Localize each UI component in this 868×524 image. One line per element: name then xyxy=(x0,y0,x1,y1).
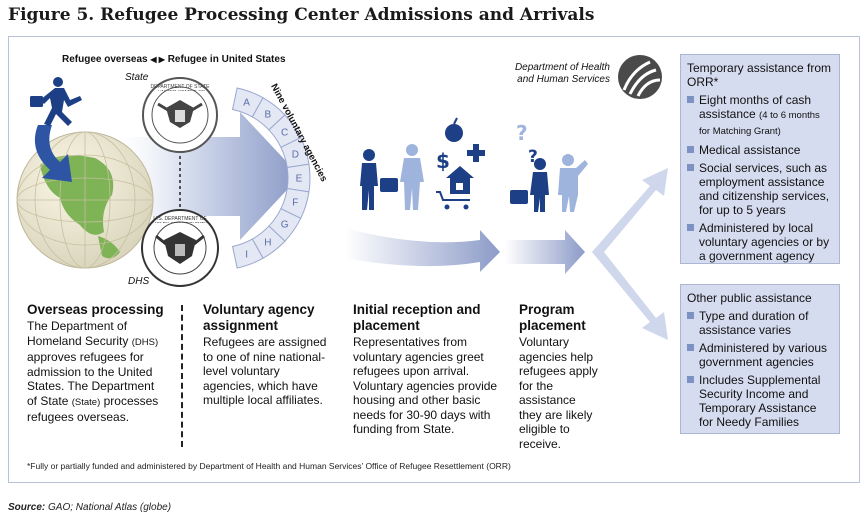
medical-cross-icon xyxy=(467,144,485,162)
voluntary-column: Voluntary agency assignment Refugees are… xyxy=(203,302,333,408)
other-assistance-panel: Other public assistance Type and duratio… xyxy=(680,284,840,434)
overseas-us-header: Refugee overseas ◀ ▶ Refugee in United S… xyxy=(62,54,286,65)
cart-icon xyxy=(436,191,470,201)
traveler-icon xyxy=(30,77,82,126)
program-people-icon: ? ? xyxy=(510,121,588,212)
other-bullet-type: Type and duration of assistance varies xyxy=(687,309,833,337)
program-text: Voluntary agencies help refugees apply f… xyxy=(519,335,598,451)
split-arrow-down xyxy=(592,252,668,340)
source-text: GAO; National Atlas (globe) xyxy=(48,502,172,513)
orr-panel-heading: Temporary assistance from ORR* xyxy=(687,61,832,89)
source-line: Source: GAO; National Atlas (globe) xyxy=(8,502,171,513)
reception-people-icon xyxy=(360,144,424,210)
question-icon-2: ? xyxy=(528,147,538,167)
orr-assistance-panel: Temporary assistance from ORR* Eight mon… xyxy=(680,54,840,264)
reception-column: Initial reception and placement Represen… xyxy=(353,302,501,437)
state-abbr: (State) xyxy=(71,396,101,408)
program-title: Program placement xyxy=(519,302,586,333)
reception-to-program-arrow xyxy=(505,230,585,274)
direction-arrows-icon: ◀ ▶ xyxy=(150,55,165,64)
figure-title: Figure 5. Refugee Processing Center Admi… xyxy=(8,5,595,25)
orr-bullet-social: Social services, such as employment assi… xyxy=(687,161,833,217)
question-icon: ? xyxy=(516,121,528,145)
dhs-seal-text: U.S. DEPARTMENT OF HOMELAND SECURITY xyxy=(152,216,207,223)
agency-letter: A xyxy=(243,98,250,109)
hhs-logo-icon xyxy=(618,55,662,99)
other-panel-heading: Other public assistance xyxy=(687,291,812,305)
overseas-column: Overseas processing The Department of Ho… xyxy=(27,302,167,425)
voluntary-title: Voluntary agency assignment xyxy=(203,302,315,333)
agency-letter: D xyxy=(292,149,299,160)
agency-letter: B xyxy=(265,110,272,121)
overseas-text: The Department of Homeland Security (DHS… xyxy=(27,319,167,425)
arrival-curve-arrow xyxy=(34,125,72,182)
overseas-text-3: processes refugees overseas. xyxy=(27,393,159,425)
column-divider xyxy=(181,305,183,447)
agency-letter: G xyxy=(281,220,289,231)
footnote: *Fully or partially funded and administe… xyxy=(27,461,511,471)
bullet-square-icon xyxy=(687,344,694,351)
bullet-square-icon xyxy=(687,312,694,319)
dhs-abbr: (DHS) xyxy=(131,336,159,348)
agency-letter: F xyxy=(292,198,298,209)
orr-bullet-cash: Eight months of cash assistance (4 to 6 … xyxy=(687,93,833,139)
state-seal-icon xyxy=(142,77,218,153)
agency-letter: E xyxy=(296,174,303,185)
us-label: Refugee in United States xyxy=(167,54,286,65)
basic-needs-icons: $ xyxy=(436,117,485,210)
bullet-square-icon xyxy=(687,376,694,383)
agency-letter: H xyxy=(264,237,271,248)
split-arrow-up xyxy=(592,168,668,252)
bullet-square-icon xyxy=(687,164,694,171)
orr-bullet-admin: Administered by local voluntary agencies… xyxy=(687,221,833,263)
state-seal-text: DEPARTMENT OF STATE · UNITED STATES OF A… xyxy=(150,84,210,91)
overseas-text-1: The Department of Homeland Security xyxy=(27,319,129,348)
bullet-square-icon xyxy=(687,96,694,103)
reception-title: Initial reception and placement xyxy=(353,302,481,333)
hhs-label: Department of Health and Human Services xyxy=(514,62,610,85)
bullet-square-icon xyxy=(687,146,694,153)
other-bullet-admin: Administered by various government agenc… xyxy=(687,341,833,369)
overseas-title: Overseas processing xyxy=(27,302,164,317)
figure-frame xyxy=(8,36,860,483)
house-icon xyxy=(446,166,474,194)
agency-letter: I xyxy=(245,249,248,260)
dhs-seal-icon xyxy=(141,209,219,287)
other-bullet-programs: Includes Supplemental Security Income an… xyxy=(687,373,833,429)
dollar-icon: $ xyxy=(436,149,450,173)
reception-text: Representatives from voluntary agencies … xyxy=(353,335,498,436)
bullet-square-icon xyxy=(687,224,694,231)
agency-to-reception-arrow xyxy=(345,228,500,272)
state-word: State xyxy=(40,393,69,408)
voluntary-agency-arc: A BCD E FGH I xyxy=(231,87,311,269)
overseas-label: Refugee overseas xyxy=(62,54,148,65)
state-label: State xyxy=(125,72,149,83)
agency-letter: C xyxy=(281,127,288,138)
orr-bullet-medical: Medical assistance xyxy=(687,143,833,157)
voluntary-text: Refugees are assigned to one of nine nat… xyxy=(203,335,327,407)
dhs-label: DHS xyxy=(128,276,150,287)
overseas-text-2: approves refugees for admission to the U… xyxy=(27,350,155,408)
source-label: Source: xyxy=(8,502,46,513)
program-column: Program placement Voluntary agencies hel… xyxy=(519,302,601,451)
agency-segment xyxy=(231,238,264,269)
